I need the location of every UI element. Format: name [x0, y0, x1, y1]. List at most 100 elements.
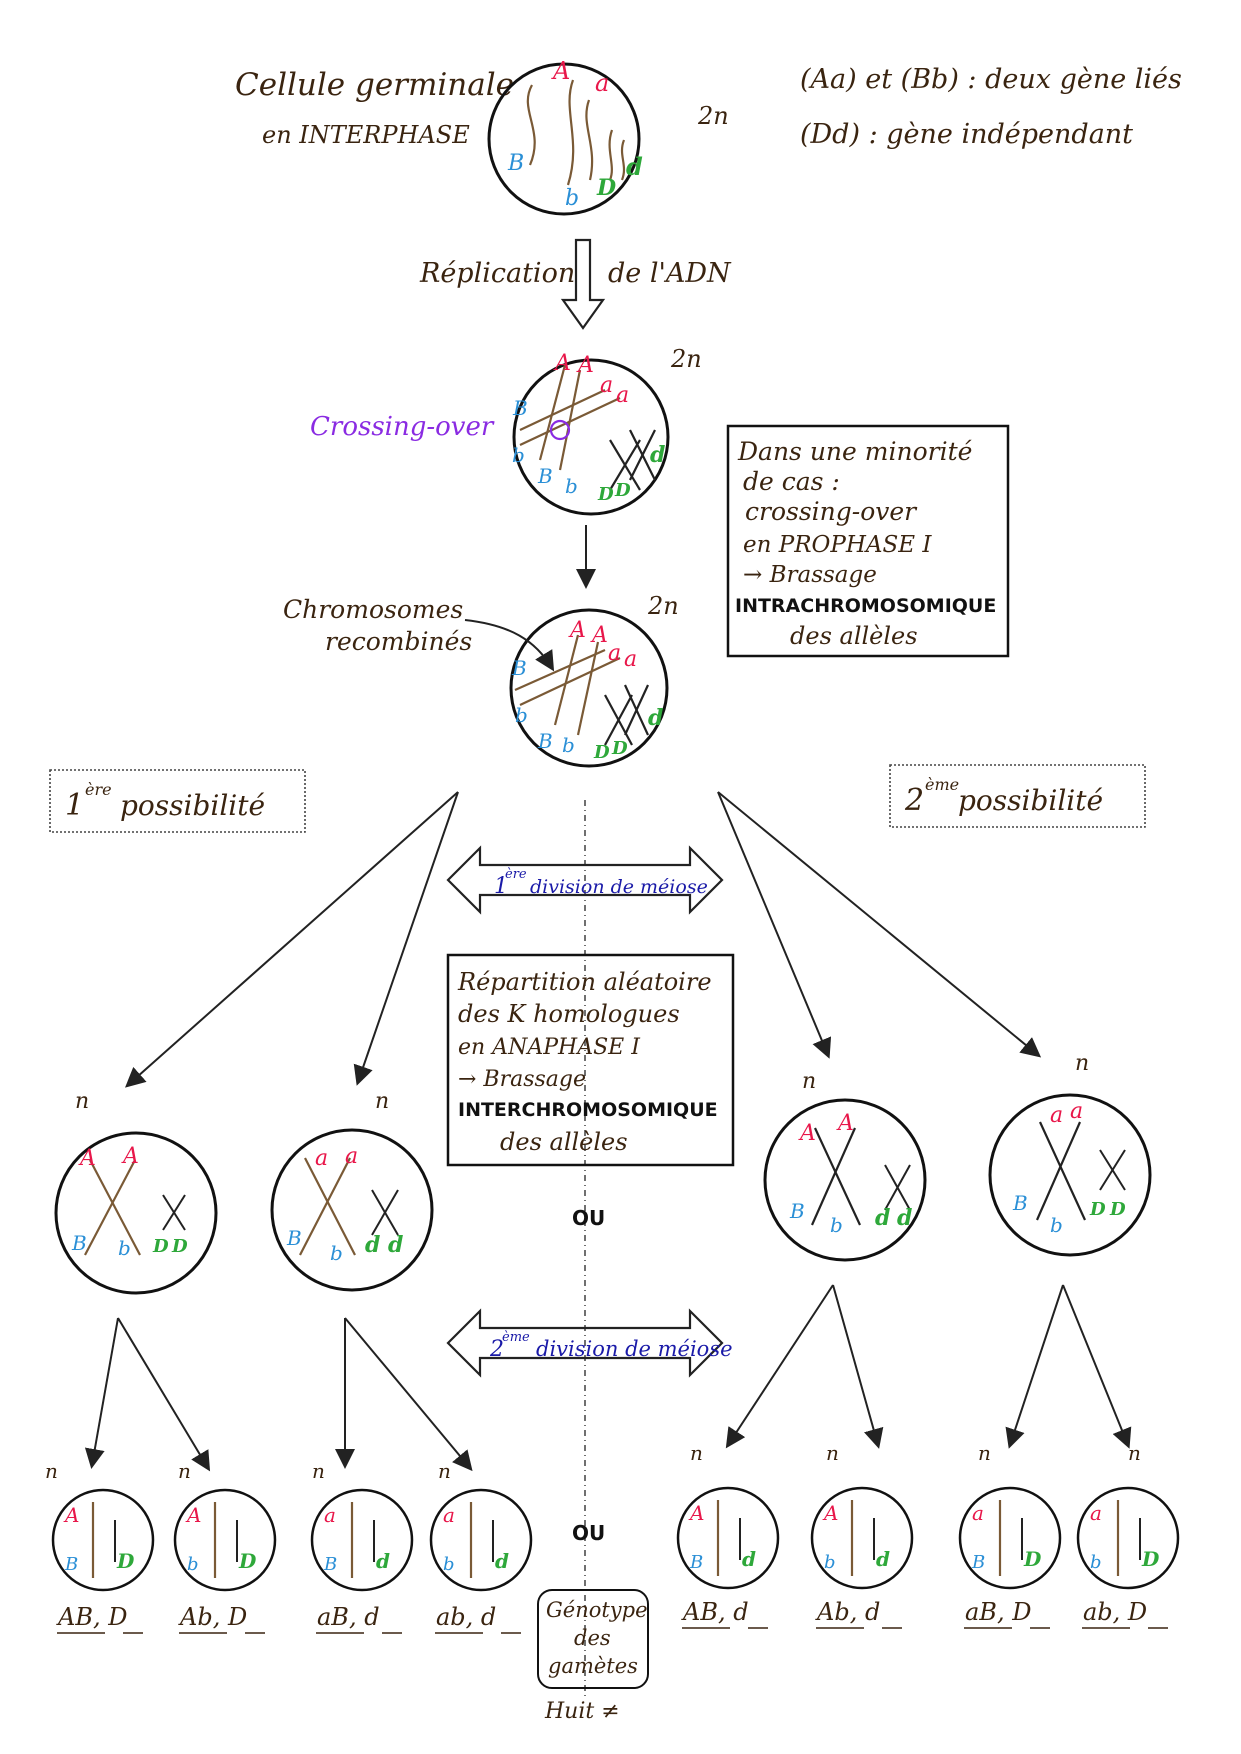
- box-interchromosomal: Répartition aléatoire des K homologues e…: [446, 953, 735, 1167]
- title-block: Cellule germinale en INTERPHASE: [235, 67, 514, 149]
- inter-line: → Brassage: [458, 1067, 586, 1092]
- allele-label: b: [118, 1236, 131, 1260]
- allele-label: A: [576, 353, 594, 378]
- inter-line: Répartition aléatoire: [457, 968, 712, 996]
- allele-label: d: [648, 705, 663, 731]
- allele-label: a: [608, 641, 621, 666]
- allele-label: A: [551, 57, 570, 85]
- banner-sup: ème: [925, 775, 959, 794]
- allele-label: d: [650, 442, 665, 468]
- allele-label: d: [376, 1549, 390, 1573]
- division-1-arrow: 1 ère division de méiose: [446, 845, 724, 915]
- allele-label: B: [537, 464, 553, 488]
- ploidy-label: n: [690, 1441, 703, 1465]
- allele-label: d: [365, 1232, 380, 1258]
- ou-label: OU: [572, 1521, 605, 1545]
- allele-label: b: [443, 1554, 455, 1575]
- ploidy-label: n: [312, 1459, 325, 1483]
- allele-label: a: [616, 383, 629, 408]
- ploidy-label: n: [1075, 1051, 1089, 1076]
- allele-label: a: [624, 647, 637, 672]
- replication-label-left: Réplication: [419, 258, 575, 289]
- ploidy-label: n: [375, 1089, 389, 1114]
- allele-label: A: [688, 1501, 704, 1525]
- intra-line: en PROPHASE I: [743, 532, 932, 558]
- allele-label: A: [553, 351, 571, 376]
- intra-line: crossing-over: [745, 497, 918, 526]
- arrow: [353, 791, 459, 1086]
- allele-label: a: [600, 373, 613, 398]
- ploidy-label: n: [802, 1069, 816, 1094]
- ploidy-label: 2n: [670, 345, 702, 373]
- ploidy-label: n: [1128, 1441, 1141, 1465]
- allele-label: b: [330, 1241, 343, 1265]
- allele-label: B: [537, 729, 553, 753]
- ploidy-label: 2n: [647, 592, 679, 620]
- gamete-genotype-label: AB, d: [681, 1598, 749, 1626]
- allele-label: a: [324, 1503, 336, 1527]
- arrow: [117, 1317, 211, 1472]
- allele-label: B: [323, 1554, 337, 1575]
- ploidy-label: n: [826, 1441, 839, 1465]
- allele-label: b: [187, 1554, 199, 1575]
- inter-line: des allèles: [500, 1128, 628, 1156]
- crossing-over-label: Crossing-over: [310, 412, 495, 442]
- allele-label: a: [1070, 1099, 1083, 1124]
- allele-label: a: [595, 69, 609, 97]
- banner-possibility-2: 2 ème possibilité: [889, 764, 1146, 828]
- allele-label: d: [875, 1205, 890, 1231]
- replication-arrow: [560, 238, 606, 330]
- ploidy-label: 2n: [697, 102, 729, 130]
- arrow: [125, 791, 459, 1088]
- genotype-line: des: [574, 1626, 611, 1650]
- allele-label: A: [568, 618, 586, 643]
- div1-sup: ère: [505, 867, 527, 882]
- gamete-genotype-label: Ab, D: [178, 1603, 247, 1631]
- intra-line: INTRACHROMOSOMIQUE: [735, 595, 996, 617]
- eight-different-label: Huit ≠: [544, 1699, 620, 1724]
- banner-possibility-1: 1 ère possibilité: [49, 769, 306, 833]
- legend-line-1: (Aa) et (Bb) : deux gène liés: [800, 64, 1182, 95]
- genotype-line: gamètes: [548, 1654, 638, 1678]
- allele-label: B: [511, 656, 527, 680]
- gamete-genotype-label: aB, d: [317, 1603, 380, 1631]
- banner-text: possibilité: [958, 784, 1103, 817]
- allele-label: D: [1089, 1199, 1106, 1220]
- allele-label: D: [116, 1549, 135, 1573]
- arrow: [84, 1317, 119, 1469]
- allele-label: a: [972, 1501, 984, 1525]
- legend-line-2: (Dd) : gène indépendant: [800, 119, 1133, 150]
- gamete-genotype-label: ab, d: [436, 1603, 496, 1631]
- allele-label: a: [315, 1146, 328, 1171]
- allele-label: D: [152, 1236, 169, 1257]
- inter-line: en ANAPHASE I: [458, 1035, 641, 1060]
- allele-label: d: [897, 1205, 912, 1231]
- allele-label: d: [626, 152, 643, 181]
- gamete-genotype-label: aB, D: [965, 1598, 1031, 1626]
- allele-label: B: [789, 1199, 805, 1223]
- allele-label: A: [78, 1146, 96, 1171]
- allele-label: B: [971, 1552, 985, 1573]
- box-intrachromosomal: Dans une minorité de cas : crossing-over…: [726, 424, 1010, 658]
- allele-label: B: [71, 1231, 87, 1255]
- cell-haploid-2: n a a B b d d: [270, 1089, 434, 1292]
- ploidy-label: n: [178, 1459, 191, 1483]
- allele-label: b: [565, 474, 578, 498]
- cell-haploid-3: n A A B b d d: [763, 1069, 927, 1262]
- div2-sup: ème: [502, 1330, 530, 1345]
- allele-label: D: [614, 480, 631, 501]
- allele-label: d: [742, 1547, 756, 1571]
- cell-recombined: A A a a B b B b D D d: [509, 608, 669, 768]
- intra-line: des allèles: [790, 622, 918, 650]
- allele-label: D: [593, 742, 610, 763]
- banner-sup: ère: [85, 780, 112, 799]
- genotype-box: Génotype des gamètes: [537, 1589, 649, 1689]
- allele-label: D: [171, 1236, 188, 1257]
- recombined-line-2: recombinés: [325, 627, 472, 656]
- allele-label: A: [185, 1503, 201, 1527]
